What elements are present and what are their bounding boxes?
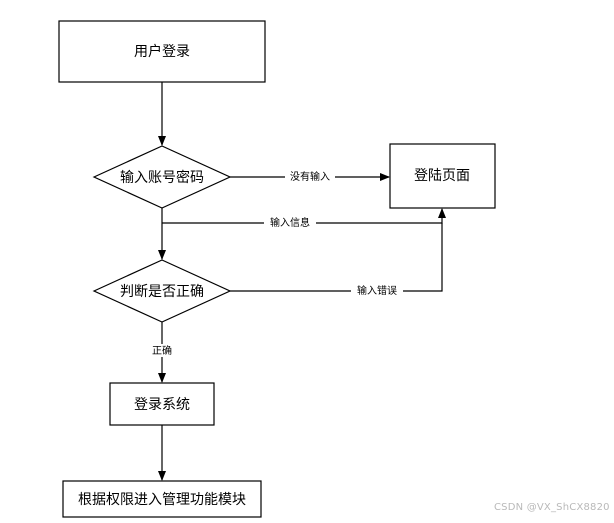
node-permission-module: 根据权限进入管理功能模块 [62,480,262,518]
node-login-page: 登陆页面 [389,143,496,209]
edge-input-error [230,223,443,292]
node-user-login-label: 用户登录 [134,43,190,60]
node-login-page-label: 登陆页面 [414,168,470,184]
node-login-system-label: 登录系统 [134,397,190,413]
node-permission-module-label: 根据权限进入管理功能模块 [78,492,246,508]
node-input-credentials: 输入账号密码 [92,145,232,209]
edge-correct-label: 正确 [152,344,172,357]
node-check-correct: 判断是否正确 [92,259,232,323]
node-user-login: 用户登录 [58,20,266,83]
watermark: CSDN @VX_ShCX8820 [494,502,610,513]
node-check-correct-label: 判断是否正确 [120,284,204,300]
edge-input-error-label: 输入错误 [357,284,397,297]
edge-input-info-label: 输入信息 [270,216,310,229]
node-login-system: 登录系统 [109,382,215,426]
edge-no-input-label: 没有输入 [290,170,330,183]
node-input-credentials-label: 输入账号密码 [120,169,204,186]
